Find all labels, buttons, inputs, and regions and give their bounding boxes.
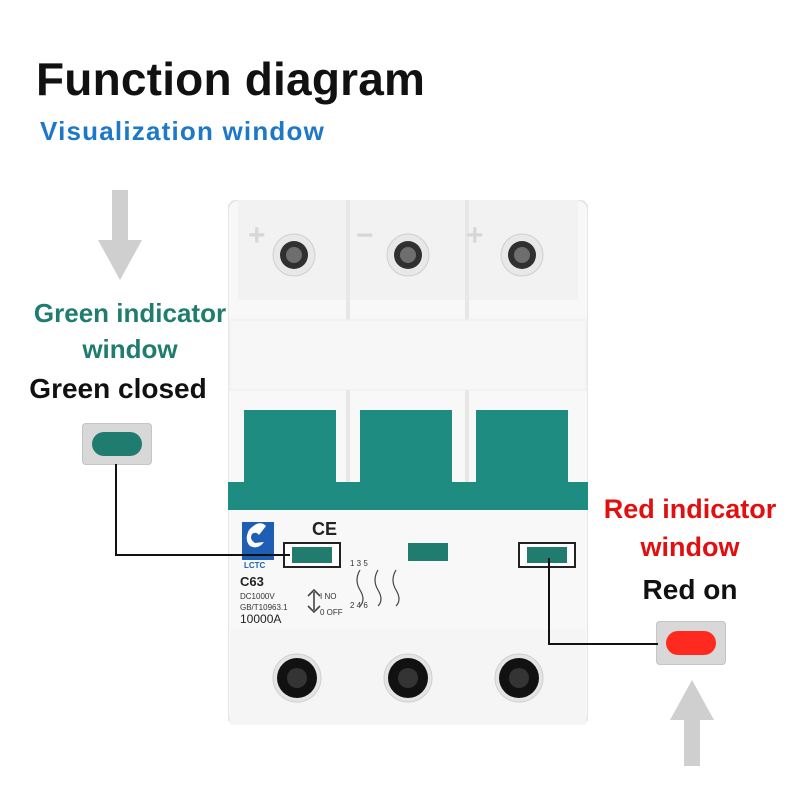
green-indicator-sample-card (82, 423, 152, 465)
down-arrow-head (98, 240, 142, 280)
top-terminal-3 (500, 233, 544, 277)
pole-labels-top: 1 3 5 (350, 559, 368, 568)
red-indicator-label-line1: Red indicator (603, 494, 777, 524)
down-arrow-icon (98, 190, 142, 280)
green-indicator-pill (92, 432, 142, 456)
up-arrow-shaft (684, 718, 700, 766)
breaker-upper-case (229, 319, 587, 391)
red-indicator-label-line2: window (640, 532, 740, 562)
top-mark-plus-1: + (248, 219, 266, 252)
green-callout-line (115, 464, 290, 556)
ce-mark: CE (312, 519, 337, 539)
switch-on-label: I NO (320, 592, 336, 601)
up-arrow-head (670, 680, 714, 720)
page-title: Function diagram (36, 53, 426, 105)
breaker-rating-line: DC1000V (240, 592, 275, 601)
switch-cap-3 (476, 410, 568, 492)
green-indicator-label-line2: window (82, 334, 178, 364)
green-closed-label: Green closed (29, 373, 207, 404)
switch-cap-1 (244, 410, 336, 492)
green-indicator-label: Green indicator window (0, 295, 260, 367)
breaker-standard-line: GB/T10963.1 (240, 603, 288, 612)
front-label-area (230, 510, 586, 630)
green-indicator-label-line1: Green indicator (33, 298, 227, 328)
red-indicator-label: Red indicator window (580, 490, 800, 566)
green-indicator-window-fill (292, 547, 332, 563)
pole-divider-1 (346, 200, 350, 725)
red-indicator-window-fill (527, 547, 567, 563)
page-subtitle: Visualization window (40, 116, 325, 146)
pole-schematic-icon (356, 569, 400, 607)
top-terminal-1 (272, 233, 316, 277)
bottom-terminal-2 (383, 653, 433, 703)
brand-label: LCTC (244, 561, 266, 570)
red-on-label: Red on (642, 574, 738, 605)
down-arrow-shaft (112, 190, 128, 244)
red-indicator-sample-card (656, 621, 726, 665)
top-mark-plus-2: + (466, 219, 484, 252)
pole-labels-bottom: 2 4 6 (350, 601, 368, 610)
top-terminal-2 (386, 233, 430, 277)
switch-direction-icon (307, 588, 321, 614)
breaker-capacity-line: 10000A (240, 612, 281, 626)
switch-front-strip (228, 482, 588, 510)
bottom-terminal-3 (494, 653, 544, 703)
switch-cap-2 (360, 410, 452, 492)
center-indicator-window (408, 543, 448, 561)
up-arrow-icon (670, 680, 714, 766)
red-callout-line (548, 558, 658, 645)
breaker-model: C63 (240, 574, 264, 589)
pole-divider-2 (465, 200, 469, 725)
switch-caps (228, 410, 588, 510)
red-indicator-pill (666, 631, 716, 655)
brand-logo-icon (246, 523, 266, 548)
switch-off-label: 0 OFF (320, 608, 343, 617)
circuit-breaker-illustration: + − + LCTC CE C63 DC1000V GB/T10963.1 10… (228, 200, 588, 725)
top-mark-minus: − (356, 219, 374, 252)
bottom-terminal-1 (272, 653, 322, 703)
